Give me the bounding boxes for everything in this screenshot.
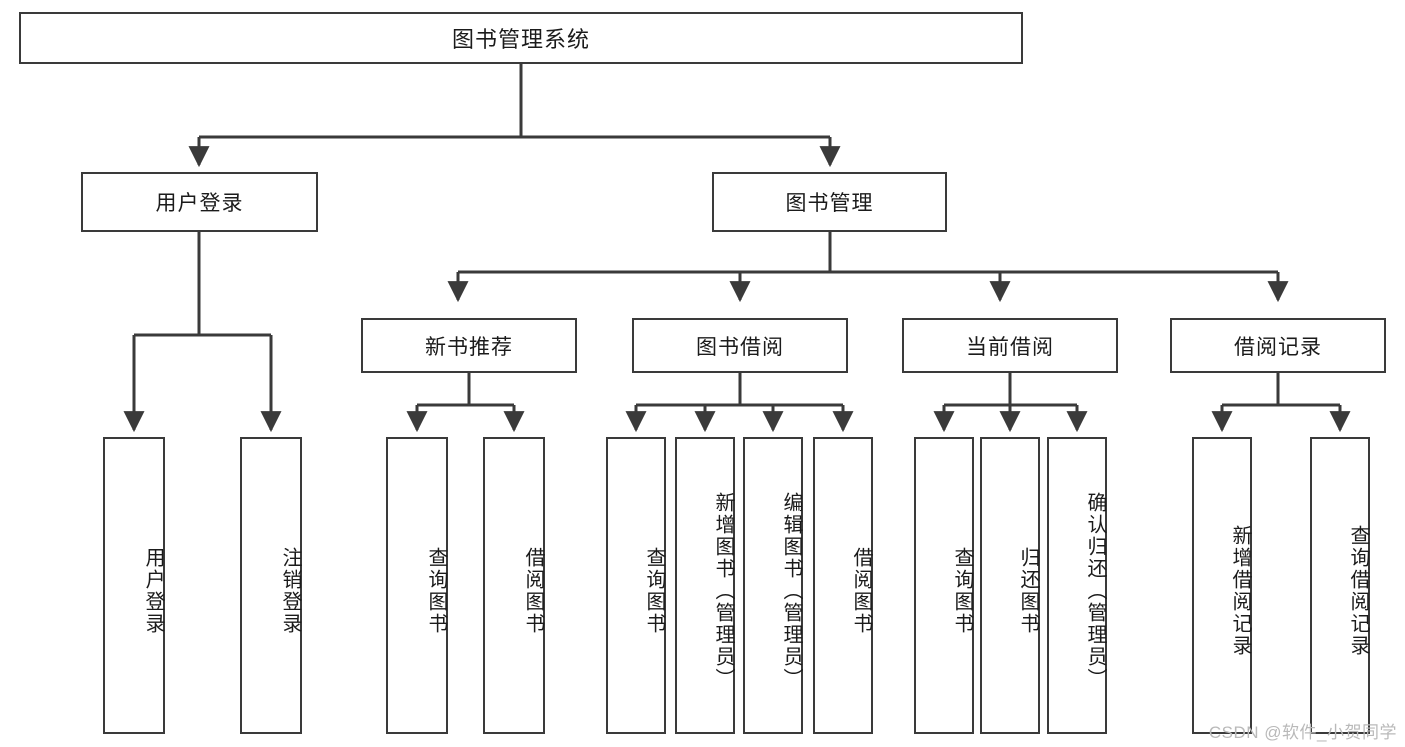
leaf-user-login-logout[interactable]: 注销登录 [240,437,302,734]
leaf-new-book-query-books[interactable]: 查询图书 [386,437,448,734]
node-label: 注销登录 [279,546,301,635]
node-current-borrow[interactable]: 当前借阅 [902,318,1118,373]
leaf-current-borrow-confirm-return-admin[interactable]: 确认归还（管理员） [1047,437,1107,734]
node-book-management[interactable]: 图书管理 [712,172,947,232]
leaf-book-borrow-add-book-admin[interactable]: 新增图书（管理员） [675,437,735,734]
leaf-borrow-record-add-record[interactable]: 新增借阅记录 [1192,437,1252,734]
node-user-login[interactable]: 用户登录 [81,172,318,232]
node-label: 新书推荐 [425,335,513,359]
watermark: CSDN @软件_小贺同学 [1208,723,1397,742]
leaf-user-login-login[interactable]: 用户登录 [103,437,165,734]
node-label: 借阅记录 [1234,335,1322,359]
node-label: 归还图书 [1017,546,1039,635]
node-book-borrow[interactable]: 图书借阅 [632,318,848,373]
node-label: 编辑图书（管理员） [780,491,802,690]
leaf-book-borrow-query-books[interactable]: 查询图书 [606,437,666,734]
leaf-new-book-borrow-books[interactable]: 借阅图书 [483,437,545,734]
node-label: 查询图书 [951,546,973,635]
node-label: 新增借阅记录 [1229,524,1251,657]
node-label: 确认归还（管理员） [1084,491,1106,690]
node-label: 新增图书（管理员） [712,491,734,690]
node-label: 借阅图书 [850,546,872,635]
leaf-current-borrow-query-books[interactable]: 查询图书 [914,437,974,734]
node-label: 查询图书 [425,546,447,635]
leaf-book-borrow-edit-book-admin[interactable]: 编辑图书（管理员） [743,437,803,734]
node-new-book-recommendation[interactable]: 新书推荐 [361,318,577,373]
node-label: 图书管理 [785,192,874,215]
node-label: 当前借阅 [966,335,1054,359]
node-label: 查询图书 [643,546,665,635]
leaf-book-borrow-borrow-books[interactable]: 借阅图书 [813,437,873,734]
node-label: 查询借阅记录 [1347,524,1369,657]
node-label: 用户登录 [155,192,244,215]
leaf-current-borrow-return-books[interactable]: 归还图书 [980,437,1040,734]
node-root-book-management-system[interactable]: 图书管理系统 [19,12,1023,64]
leaf-borrow-record-query-record[interactable]: 查询借阅记录 [1310,437,1370,734]
node-label: 借阅图书 [522,546,544,635]
node-label: 图书借阅 [696,335,784,359]
node-label: 图书管理系统 [451,27,590,52]
node-label: 用户登录 [142,546,164,635]
node-borrow-record[interactable]: 借阅记录 [1170,318,1386,373]
